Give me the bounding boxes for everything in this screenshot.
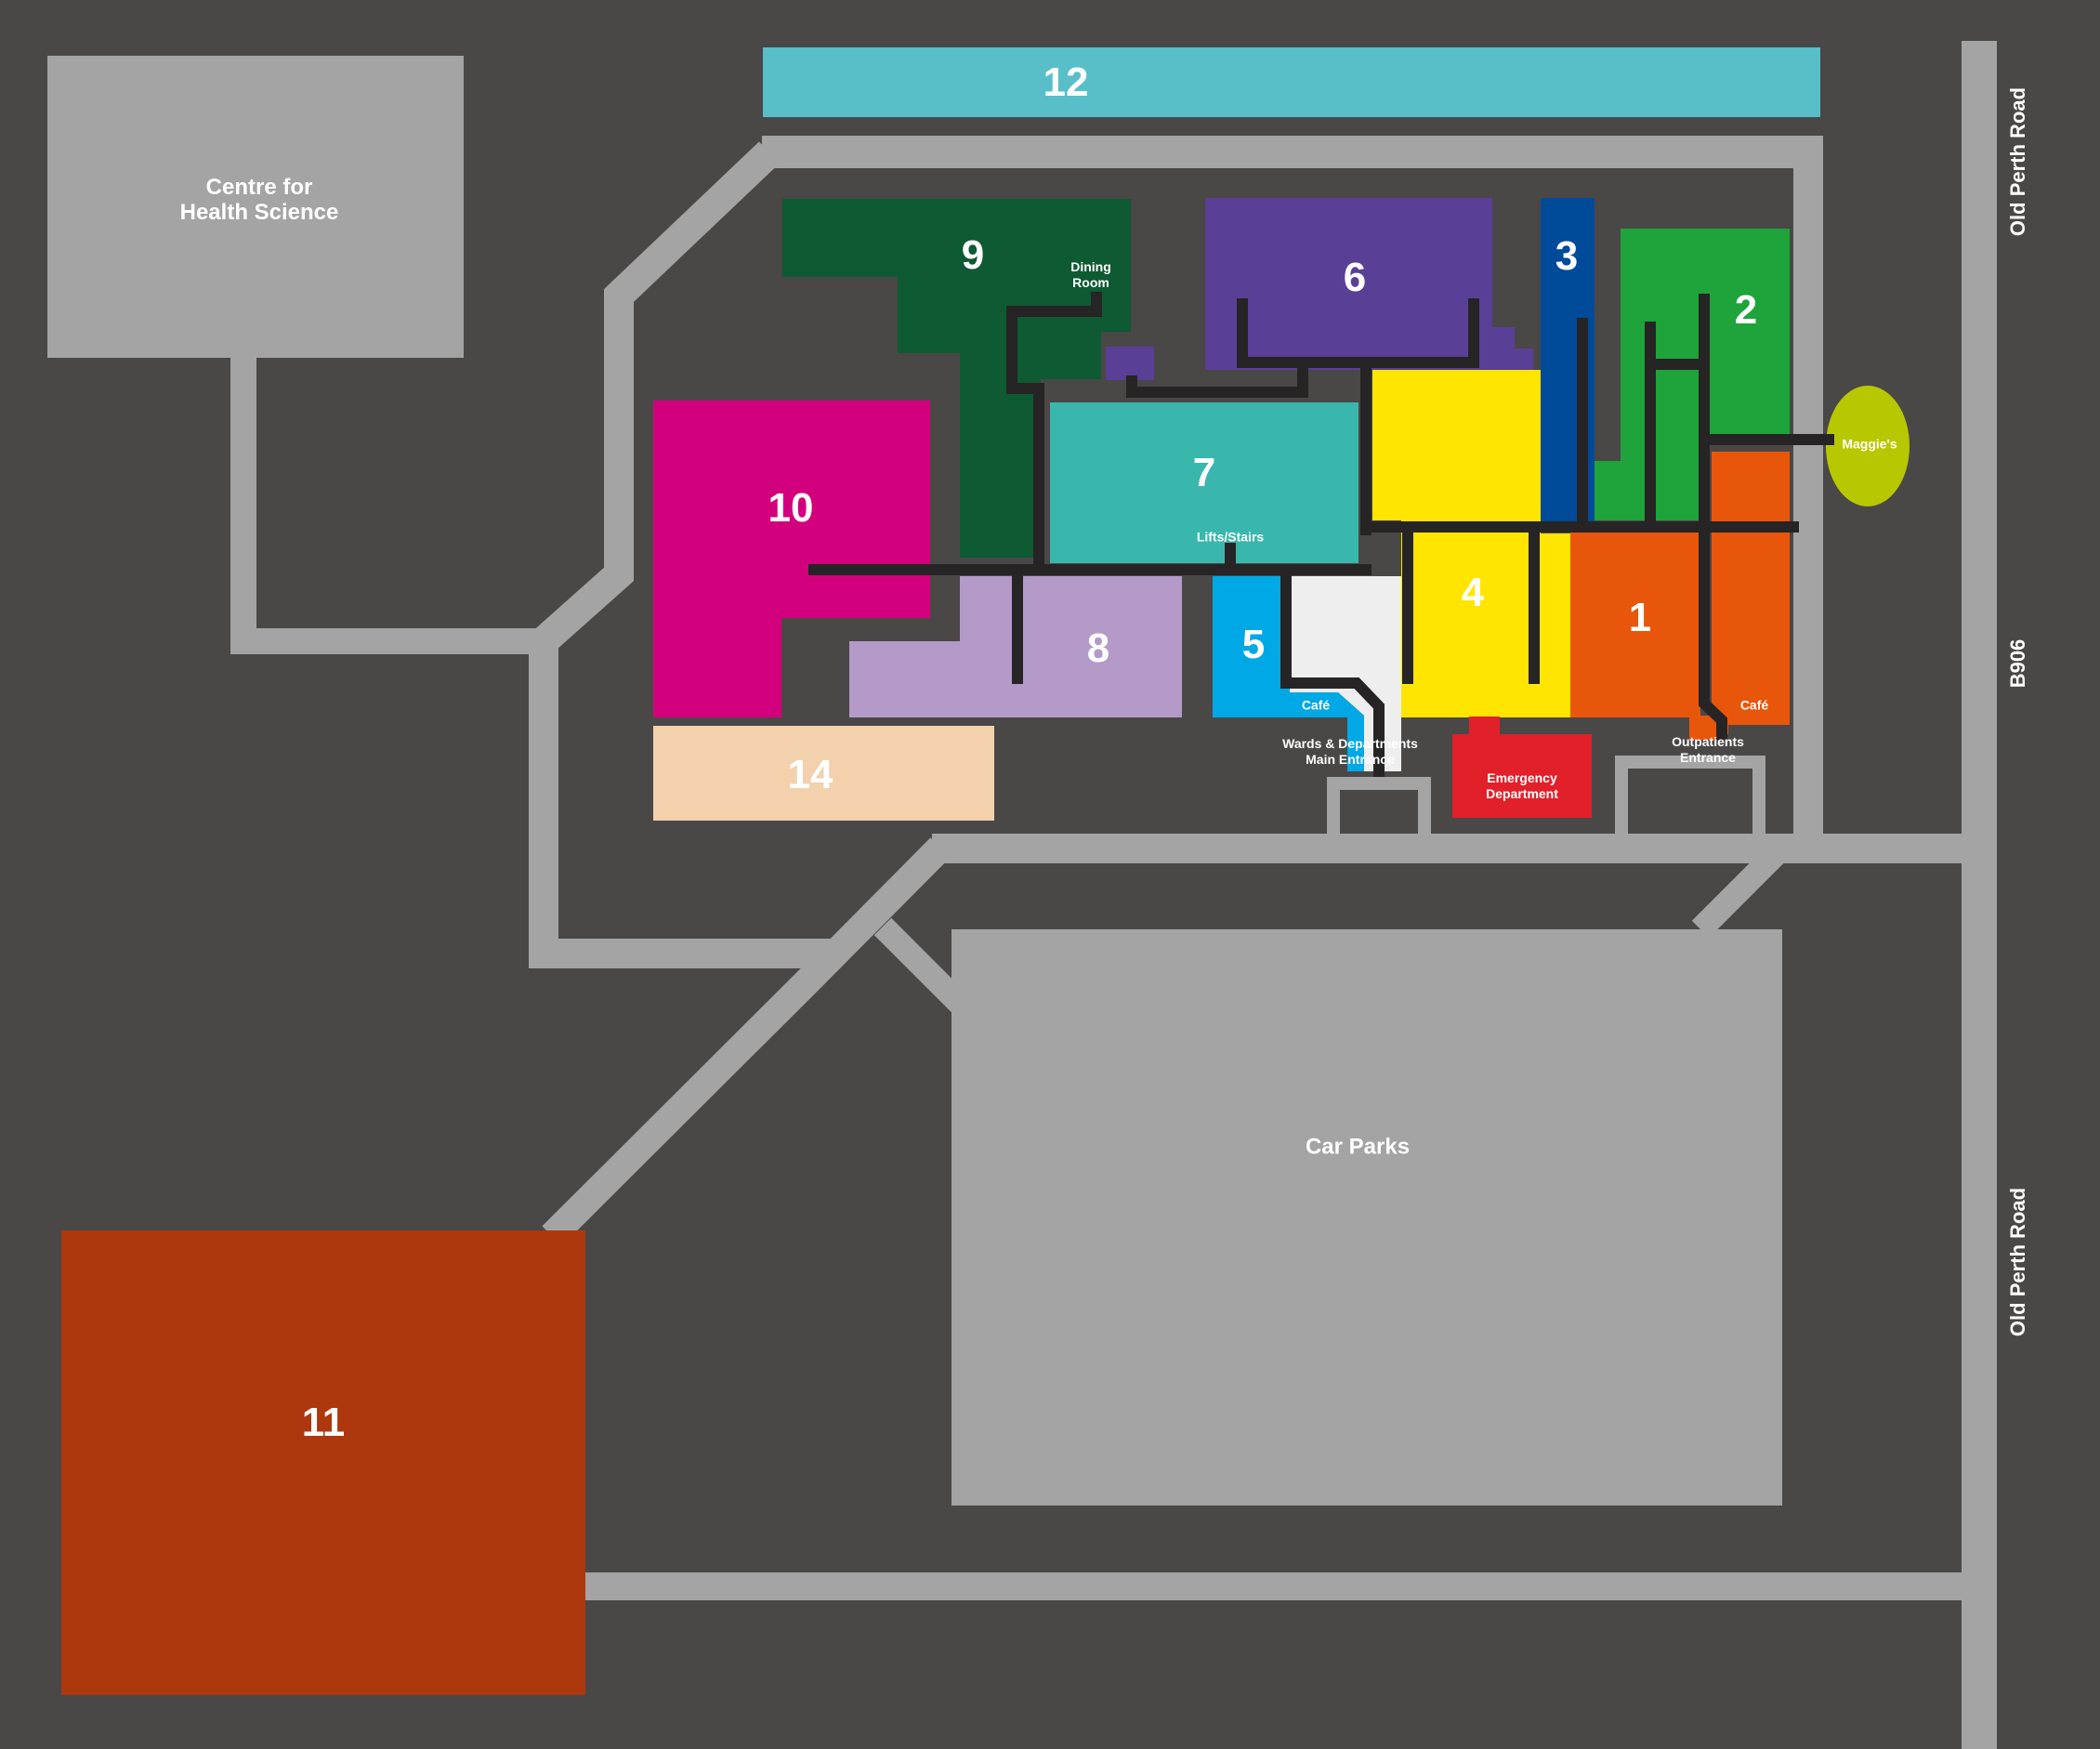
outpatients-drop-off[interactable] (1615, 756, 1765, 834)
car-parks[interactable] (952, 929, 1782, 1506)
building-12-label: 12 (1043, 59, 1089, 105)
emergency-department-label: Emergency Department (1486, 770, 1558, 801)
building-1[interactable] (1570, 530, 1700, 717)
site-road-south[interactable] (585, 1572, 1979, 1600)
building-6-annex[interactable] (1106, 347, 1154, 380)
building-9-label: 9 (961, 232, 985, 278)
maggies-label: Maggie's (1842, 436, 1897, 452)
building-10-label: 10 (768, 485, 814, 531)
building-10[interactable] (653, 401, 930, 717)
building-3-label: 3 (1555, 233, 1579, 279)
building-9[interactable] (782, 199, 1131, 558)
building-7-label: 7 (1192, 450, 1216, 495)
building-1-east-wing[interactable] (1712, 452, 1790, 734)
main-entrance-label: Wards & Departments Main Entrance (1282, 736, 1418, 767)
building-4-label: 4 (1461, 570, 1485, 615)
north-loop-road[interactable] (762, 136, 1823, 168)
east-car-park-access-road[interactable] (1691, 844, 1786, 939)
centre-for-health-science[interactable] (47, 56, 464, 358)
corridor-building-6-south (1126, 364, 1308, 398)
centre-for-health-science-label: Centre for Health Science (179, 175, 339, 225)
old-perth-road[interactable] (1962, 41, 1997, 1749)
lifts-stairs-label: Lifts/Stairs (1196, 529, 1265, 545)
dining-room-label: Dining Room (1070, 259, 1111, 290)
old-perth-road-top-label: Old Perth Road (2006, 86, 2029, 237)
building-11[interactable] (61, 1230, 585, 1695)
building-6[interactable] (1205, 198, 1533, 370)
old-perth-road-bottom-label: Old Perth Road (2006, 1187, 2029, 1337)
b906-label: B906 (2006, 638, 2029, 689)
health-science-link-road[interactable] (230, 358, 554, 654)
corridors (808, 292, 1834, 777)
building-4[interactable] (1372, 370, 1570, 717)
building-12[interactable] (763, 47, 1820, 117)
main-entrance-drop-off[interactable] (1327, 777, 1431, 834)
maggies-centre[interactable] (1826, 386, 1910, 506)
corridor-building-6 (1237, 298, 1479, 368)
emergency-department[interactable] (1452, 717, 1592, 818)
outpatients-cafe-label: Café (1739, 697, 1769, 713)
building-5-label: 5 (1241, 622, 1266, 667)
west-loop-road[interactable] (529, 141, 836, 968)
main-cafe-label: Café (1301, 697, 1331, 713)
building-11-label: 11 (301, 1400, 346, 1445)
building-6-label: 6 (1343, 255, 1367, 300)
corridor-building-2-outpatients (1699, 294, 1727, 740)
building-1-label: 1 (1628, 595, 1652, 640)
building-8-label: 8 (1086, 625, 1110, 671)
corridor-building-9 (1006, 292, 1102, 575)
car-parks-label: Car Parks (1305, 1134, 1411, 1160)
site-road-main[interactable] (932, 834, 1997, 863)
car-park-access-road[interactable] (873, 917, 971, 1015)
east-loop-road[interactable] (1793, 136, 1823, 842)
building-2[interactable] (1595, 229, 1790, 520)
building-2-label: 2 (1734, 287, 1758, 333)
building-14[interactable] (653, 726, 994, 821)
outpatients-entrance-label: Outpatients Entrance (1672, 734, 1744, 765)
building-14-label: 14 (787, 752, 833, 797)
roads (230, 41, 1997, 1749)
corridor-main-entrance (1280, 564, 1385, 777)
southwest-road[interactable] (542, 837, 951, 1246)
building-7[interactable] (1050, 402, 1358, 563)
